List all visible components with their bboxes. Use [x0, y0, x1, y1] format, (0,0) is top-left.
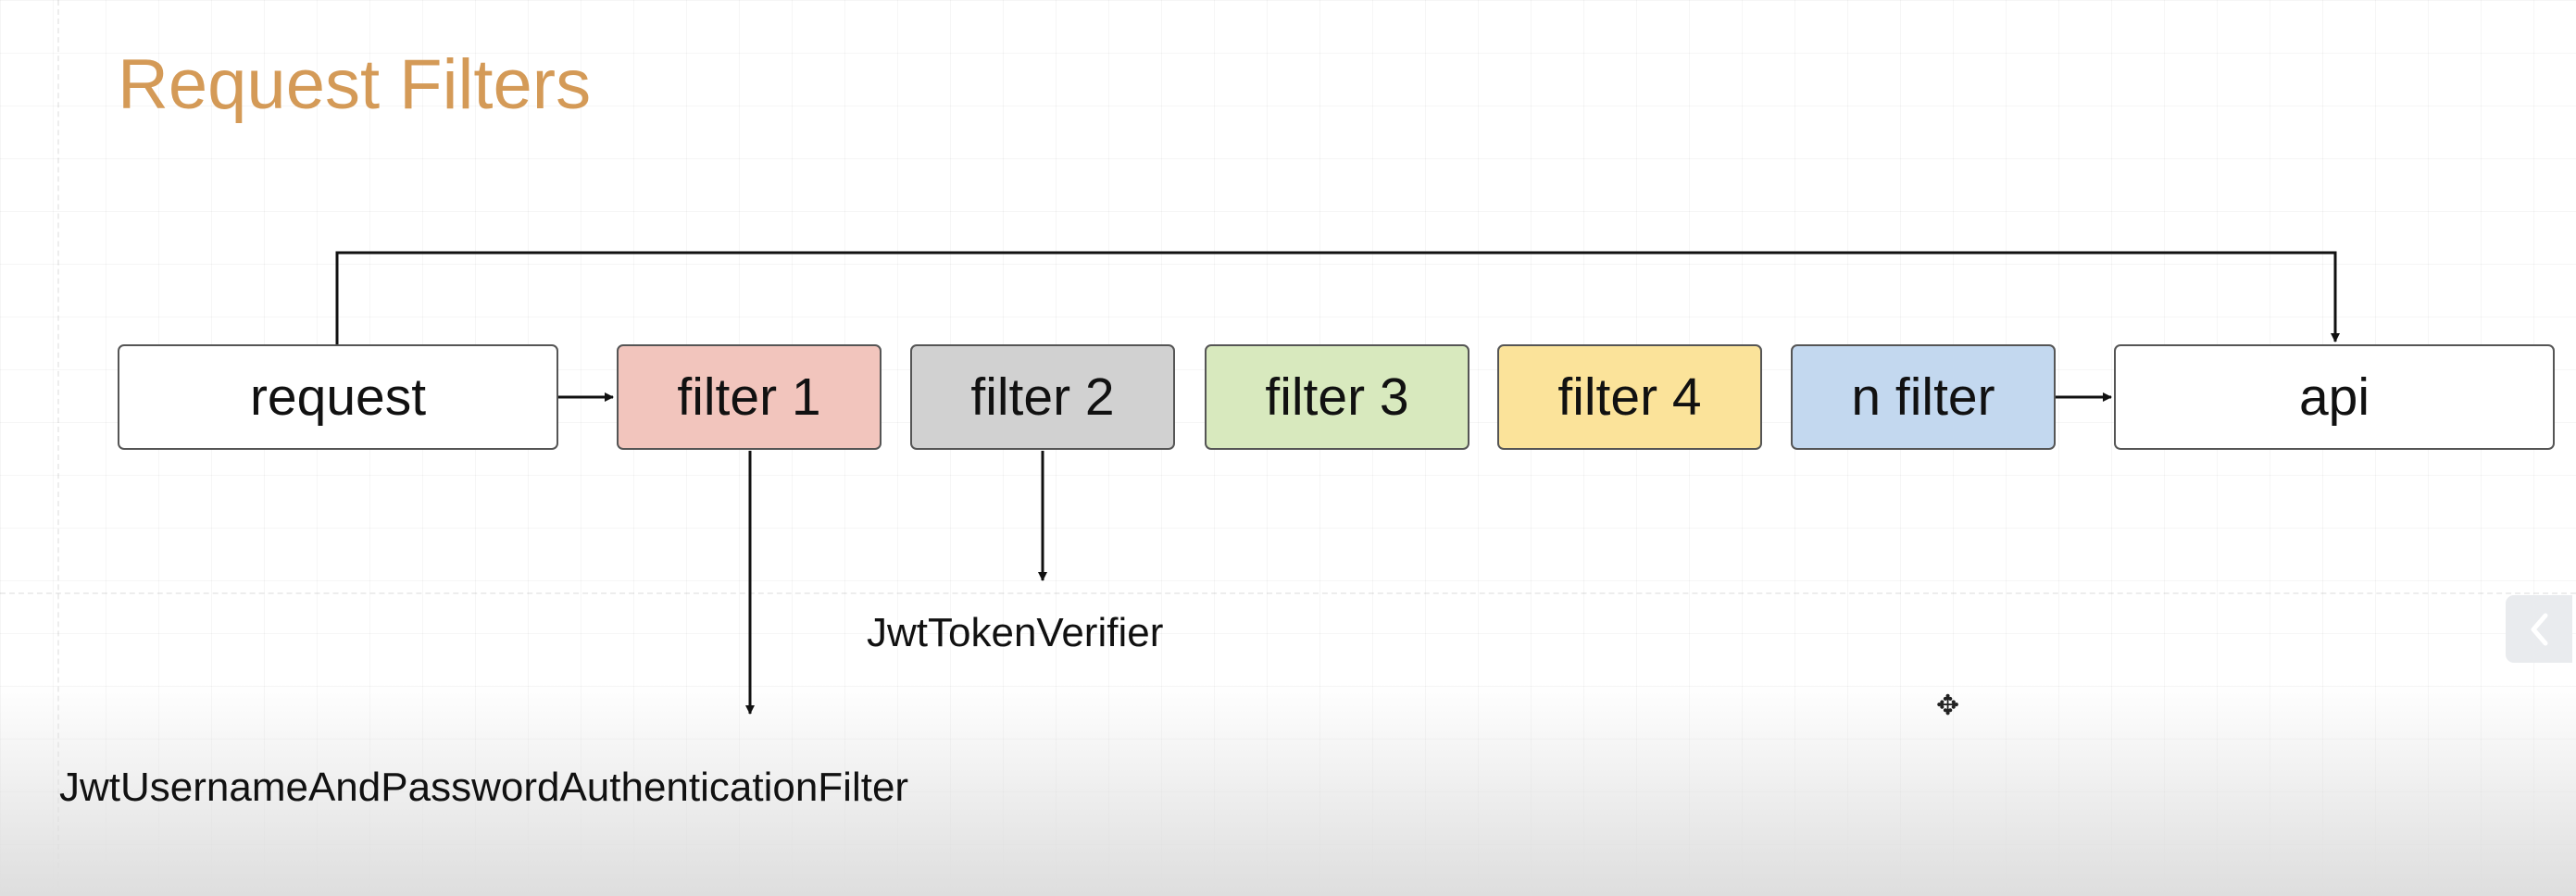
collapse-panel-button[interactable] — [2506, 595, 2572, 663]
filter1-node-label: filter 1 — [677, 367, 821, 427]
request-node[interactable]: request — [118, 344, 558, 450]
request-node-label: request — [249, 367, 427, 427]
filter4-node[interactable]: filter 4 — [1497, 344, 1762, 450]
nfilter-node[interactable]: n filter — [1791, 344, 2056, 450]
filter2-node-label: filter 2 — [970, 367, 1115, 427]
api-node[interactable]: api — [2114, 344, 2555, 450]
api-node-label: api — [2298, 367, 2370, 427]
filter2-node[interactable]: filter 2 — [910, 344, 1175, 450]
chevron-left-icon — [2531, 613, 2548, 645]
horizontal-guide-line — [0, 592, 2576, 594]
filter3-node[interactable]: filter 3 — [1205, 344, 1469, 450]
bottom-fade-overlay — [0, 683, 2576, 896]
page-title: Request Filters — [118, 45, 592, 124]
filter2-annotation: JwtTokenVerifier — [867, 610, 1164, 655]
filter4-node-label: filter 4 — [1557, 367, 1702, 427]
filter1-node[interactable]: filter 1 — [617, 344, 882, 450]
filter3-node-label: filter 3 — [1265, 367, 1409, 427]
nfilter-node-label: n filter — [1851, 367, 1995, 427]
vertical-guide-line — [57, 0, 59, 896]
bypass-connector — [335, 251, 2340, 344]
filter1-annotation: JwtUsernameAndPasswordAuthenticationFilt… — [59, 765, 909, 810]
move-cursor-icon: ✥ — [1936, 691, 1960, 721]
